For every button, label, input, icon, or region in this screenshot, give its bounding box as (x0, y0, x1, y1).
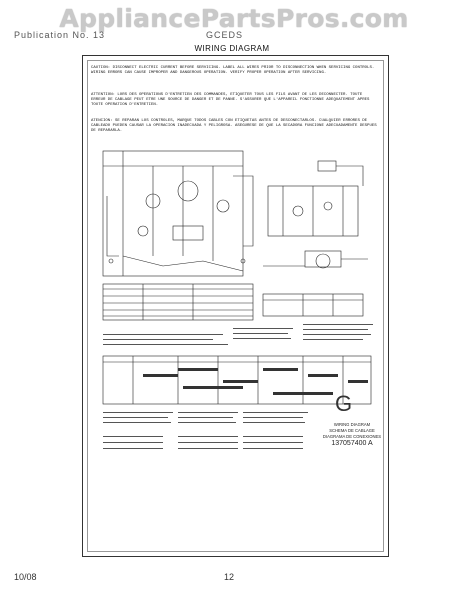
diagram-letter: G (335, 391, 353, 416)
warning-english: CAUTION: DISCONNECT ELECTRIC CURRENT BEF… (91, 66, 375, 76)
footer-date: 10/08 (14, 572, 37, 582)
wiring-diagram-sheet: CAUTION: DISCONNECT ELECTRIC CURRENT BEF… (82, 55, 389, 557)
diagram-border (87, 60, 384, 552)
warning-french: ATTENTION: LORS DES OPERATIONS D'ENTRETI… (91, 93, 370, 108)
caption-wiring-diagram: WIRING DIAGRAM (333, 422, 371, 427)
footer-page-number: 12 (224, 572, 235, 582)
caption-schema: SCHEMA DE CABLAGE (329, 428, 375, 433)
warning-spanish: ATENCION: SE REPARAN LOS CONTROLES, MARQ… (91, 119, 377, 134)
caption-diagrama: DIAGRAMA DE CONEXIONES (322, 434, 382, 439)
header-publication: Publication No. 13 (14, 30, 106, 40)
part-number: 137057400 A (331, 440, 373, 447)
schematic-drawing (102, 150, 373, 449)
watermark: AppliancePartsPros.com (59, 4, 409, 33)
header-model: GCEDS (206, 30, 244, 40)
page-title: WIRING DIAGRAM (194, 44, 270, 53)
